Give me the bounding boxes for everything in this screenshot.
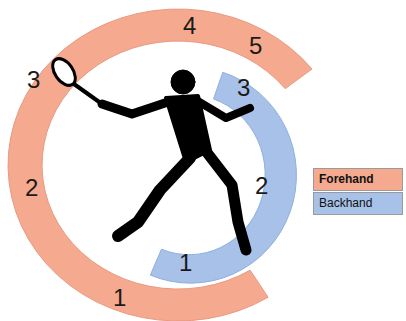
player-silhouette: [48, 55, 250, 250]
backhand-step: 1: [179, 251, 192, 275]
legend-swatch: Forehand: [313, 168, 403, 191]
forehand-step: 2: [25, 176, 38, 200]
backhand-step: 2: [255, 174, 268, 198]
forehand-step: 1: [113, 286, 126, 310]
forehand-step: 5: [249, 34, 262, 58]
forehand-band: [8, 9, 312, 321]
legend-label: Backhand: [314, 193, 402, 214]
forehand-step: 4: [183, 14, 196, 38]
forehand-step: 3: [27, 68, 40, 92]
backhand-step: 3: [237, 76, 250, 100]
legend-swatch: Backhand: [313, 192, 403, 215]
legend-label: Forehand: [314, 169, 402, 190]
